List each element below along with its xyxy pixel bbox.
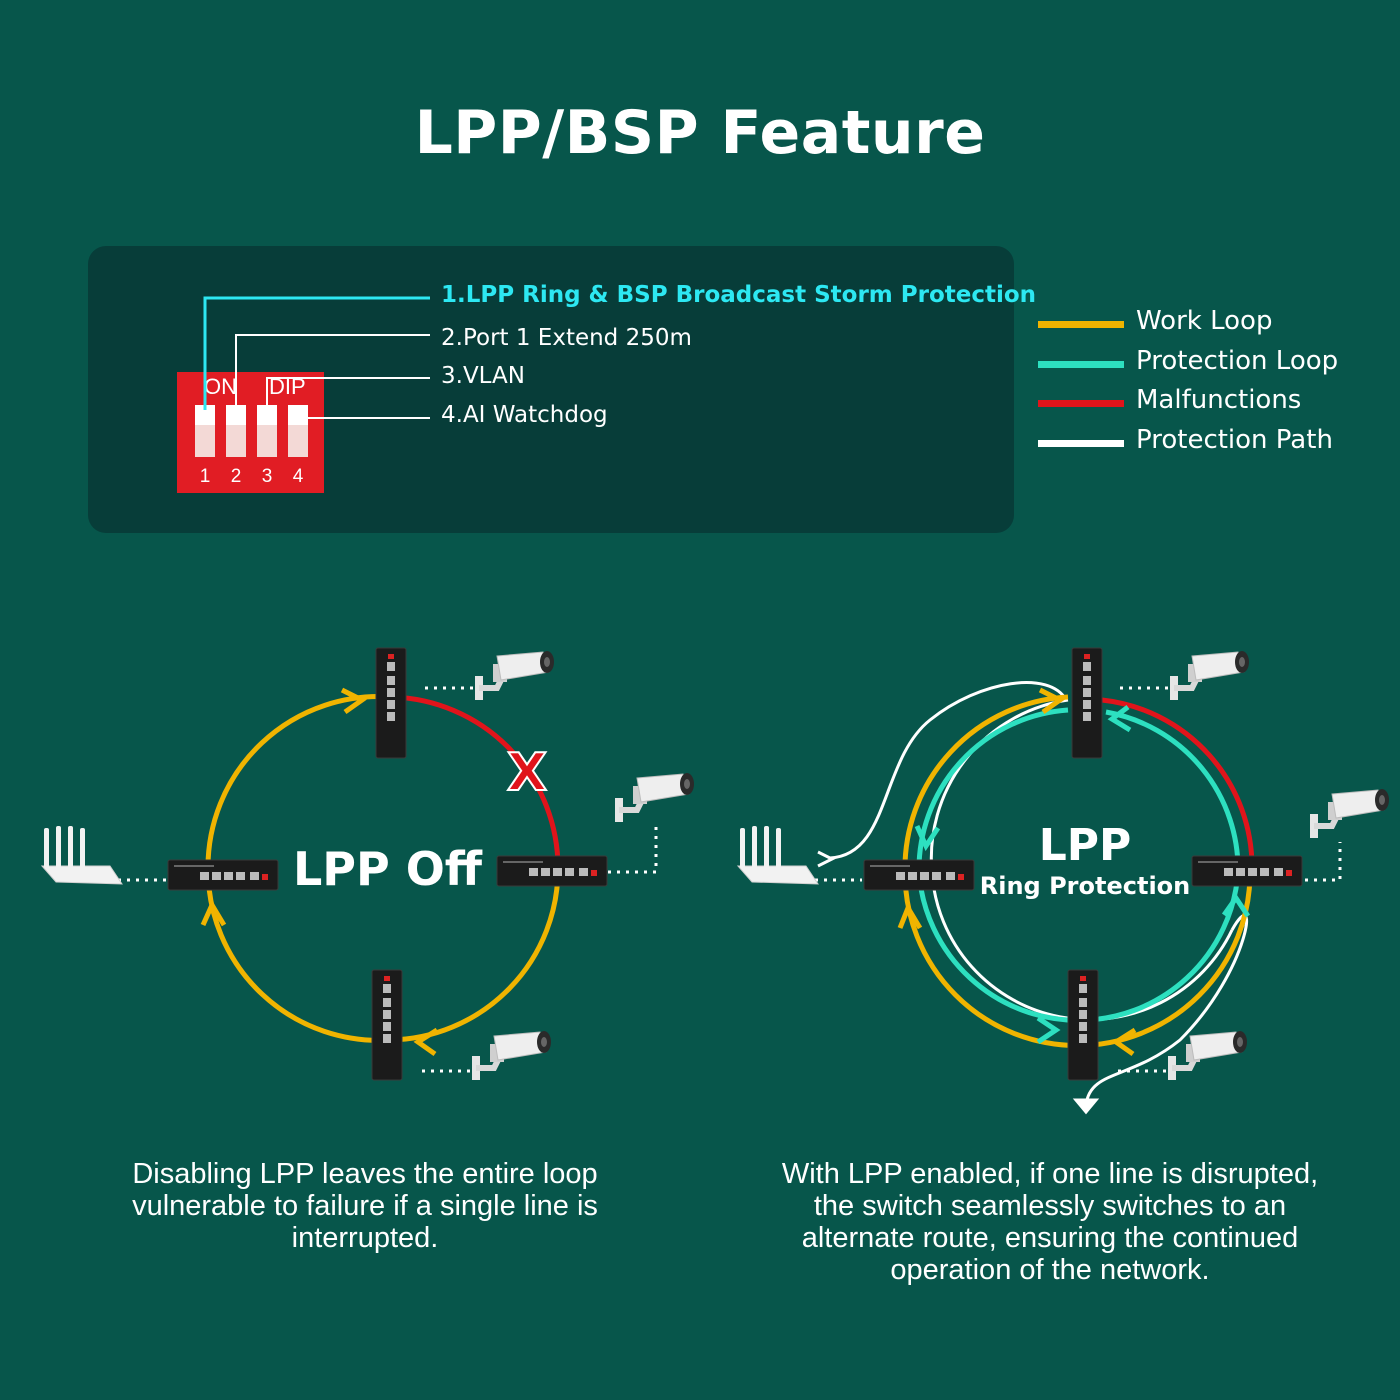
arrow-icon [897, 902, 923, 930]
security-camera-icon [1310, 789, 1389, 838]
legend-label: Protection Loop [1136, 346, 1339, 376]
dip-number-4: 4 [292, 466, 304, 487]
dip-toggle-2[interactable] [226, 405, 246, 457]
dip-number-3: 3 [261, 466, 273, 487]
poe-switch-icon [371, 969, 403, 1081]
legend-label: Work Loop [1136, 306, 1273, 336]
arrow-icon [1107, 705, 1132, 733]
dip-setting-4: 4.AI Watchdog [441, 402, 608, 428]
arrow-icon [413, 1027, 439, 1057]
ring-protection-label: Ring Protection [979, 872, 1191, 900]
caption-line: vulnerable to failure if a single line i… [132, 1190, 598, 1222]
dip-setting-2: 2.Port 1 Extend 250m [441, 325, 692, 351]
arrow-icon [1036, 1015, 1061, 1045]
security-camera-icon [475, 651, 554, 700]
wifi-router-icon [737, 825, 819, 885]
page-title: LPP/BSP Feature [414, 98, 986, 168]
dip-setting-1: 1.LPP Ring & BSP Broadcast Storm Protect… [441, 282, 1037, 308]
caption-line: alternate route, ensuring the continued [801, 1222, 1299, 1254]
right-caption: With LPP enabled, if one line is disrupt… [740, 1158, 1360, 1286]
poe-switch-icon [863, 859, 975, 891]
dip-toggle-3[interactable] [257, 405, 277, 457]
security-camera-icon [1170, 651, 1249, 700]
dip-switch-icon: ON DIP 1 2 3 4 [177, 372, 324, 493]
legend-swatch [1038, 400, 1124, 407]
caption-line: With LPP enabled, if one line is disrupt… [781, 1158, 1319, 1190]
caption-line: interrupted. [291, 1222, 439, 1254]
arrow-icon [340, 687, 367, 715]
arrow-icon [914, 824, 941, 852]
caption-line: operation of the network. [890, 1254, 1210, 1286]
poe-switch-icon [167, 859, 279, 891]
poe-switch-icon [1067, 969, 1099, 1081]
poe-switch-icon [1071, 647, 1103, 759]
lpp-off-diagram: X [41, 647, 694, 1081]
wifi-router-icon [41, 825, 123, 885]
arrow-icon [1221, 893, 1251, 918]
legend-swatch [1038, 321, 1124, 328]
poe-switch-icon [1191, 855, 1303, 887]
arrow-icon [1111, 1027, 1137, 1057]
lpp-ring-diagram [737, 647, 1389, 1115]
dip-leader-lines [203, 296, 430, 419]
arrow-icon [1038, 687, 1065, 715]
fault-x-mark: X [507, 743, 547, 803]
security-camera-icon [472, 1031, 551, 1080]
dip-setting-3: 3.VLAN [441, 363, 525, 389]
left-caption: Disabling LPP leaves the entire loop vul… [70, 1158, 660, 1254]
lpp-off-label: LPP Off [292, 842, 483, 896]
poe-switch-icon [375, 647, 407, 759]
legend-swatch [1038, 361, 1124, 368]
poe-switch-icon [496, 855, 608, 887]
arrow-icon [200, 899, 227, 927]
dip-number-1: 1 [199, 466, 211, 487]
dip-number-2: 2 [230, 466, 242, 487]
caption-line: the switch seamlessly switches to an [813, 1190, 1287, 1222]
security-camera-icon [615, 773, 694, 822]
legend-swatch [1038, 440, 1124, 447]
dip-on-label: ON [204, 374, 237, 399]
dip-toggle-1[interactable] [195, 405, 215, 457]
legend-label: Malfunctions [1136, 385, 1302, 415]
lpp-label: LPP [1038, 820, 1132, 871]
legend-label: Protection Path [1136, 425, 1333, 455]
caption-line: Disabling LPP leaves the entire loop [132, 1158, 598, 1190]
